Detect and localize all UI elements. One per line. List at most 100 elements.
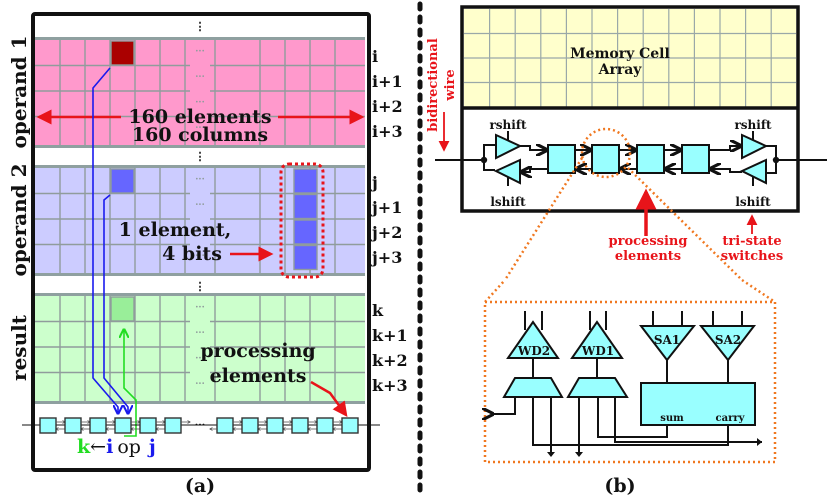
zoom-line-right <box>627 167 743 281</box>
op-arrow: ← <box>90 436 106 458</box>
pe-label-line1: processing <box>609 234 688 249</box>
sense-amp-sa1 <box>638 325 697 362</box>
zoom-circle <box>580 127 632 179</box>
memory-title-line1: Memory Cell <box>570 46 670 62</box>
result-side-label: result <box>7 314 31 381</box>
wire <box>520 146 546 150</box>
pe-detail: WD2 WD1 SA1 SA2 sum carry <box>492 311 762 457</box>
rshift-buffer-left <box>495 133 523 160</box>
row-label: j+1 <box>370 198 402 217</box>
operand1-grid: ··· ··· ··· ··· <box>35 37 365 148</box>
processing-element <box>114 417 132 434</box>
row-label: j+3 <box>370 248 402 267</box>
op-i: i <box>106 436 113 458</box>
sa1-label: SA1 <box>654 333 680 347</box>
processing-element <box>591 144 620 174</box>
processing-element <box>341 417 359 434</box>
ellipsis-mid2: ⋮ <box>195 280 206 293</box>
processing-element <box>291 417 309 434</box>
result-annotation-line1: processing <box>200 340 315 362</box>
row-ellipsis: ··· <box>195 124 204 134</box>
arrowhead <box>757 438 762 446</box>
operand1-annotation-line2: 160 columns <box>132 124 268 146</box>
op-k: k <box>77 436 91 458</box>
wire <box>614 397 762 443</box>
row-label: j <box>370 173 378 192</box>
rshift-buffer-right <box>741 133 769 160</box>
wd1-label: WD1 <box>581 344 614 358</box>
processing-element <box>316 417 334 434</box>
processing-element <box>39 417 57 434</box>
operand2-annotation-line1: 1 element, <box>119 219 232 241</box>
row-label: i <box>372 47 378 66</box>
row-label: i+1 <box>372 72 403 91</box>
ellipsis-mid1: ⋮ <box>195 150 206 163</box>
caption-a: (a) <box>185 475 215 497</box>
row-label: j+2 <box>370 223 402 242</box>
highlighted-cell <box>293 219 318 245</box>
row-ellipsis: ··· <box>195 175 204 185</box>
row-ellipsis: ··· <box>195 252 204 262</box>
row-ellipsis: ··· <box>195 47 204 57</box>
row-ellipsis: ··· <box>195 226 204 236</box>
pe-arrow <box>310 380 348 418</box>
result-annotation-line2: elements <box>210 365 307 387</box>
wire <box>483 144 495 160</box>
highlighted-cell <box>293 244 318 271</box>
rshift-label-right: rshift <box>734 118 772 132</box>
carry-label: carry <box>716 413 746 424</box>
operand1-annotation-line1: 160 elements <box>128 106 271 128</box>
sum-label: sum <box>660 413 684 424</box>
operand2-side-label: operand 2 <box>7 164 31 277</box>
operand2-wire <box>103 194 128 413</box>
pe-row <box>39 417 359 434</box>
panel-a: ··· ··· ··· ··· ··· ··· ··· ··· ··· ··· ··· ··· ⋮… <box>7 12 408 497</box>
processing-element <box>681 144 710 174</box>
row-label: k <box>372 301 384 320</box>
row-ellipsis: ··· <box>195 354 204 364</box>
ellipsis-top: ⋮ <box>195 20 206 33</box>
sa2-label: SA2 <box>715 333 741 347</box>
highlighted-cell <box>110 168 135 194</box>
highlighted-cell <box>110 40 135 66</box>
row-ellipsis: ··· <box>195 73 204 83</box>
wire <box>483 160 495 171</box>
highlighted-cell <box>293 193 318 220</box>
operand2-grid: ············ <box>35 165 365 276</box>
lshift-label-right: lshift <box>735 195 771 209</box>
pe-detail-box <box>483 300 777 464</box>
caption-b: (b) <box>604 475 635 497</box>
row-ellipsis: ··· <box>195 303 204 313</box>
processing-element <box>64 417 82 434</box>
mux-2 <box>566 377 629 398</box>
row-ellipsis: ··· <box>195 380 204 390</box>
processing-element <box>139 417 157 434</box>
zoom-line-left <box>503 157 584 281</box>
zoom-connectors <box>484 278 776 304</box>
memory-cell-array <box>464 9 796 107</box>
memory-title-line2: Array <box>598 62 643 78</box>
result-row-labels: k k+1 k+2 k+3 <box>372 301 408 395</box>
element-bits-highlight <box>279 162 325 279</box>
operand1-wire <box>92 67 118 413</box>
wire <box>532 397 729 446</box>
sense-amp-sa2 <box>698 325 757 362</box>
wire <box>597 397 668 438</box>
op-op: op <box>117 436 141 458</box>
processing-element <box>266 417 284 434</box>
operand2-annotation-line2: 4 bits <box>162 243 222 265</box>
panel-b: Memory Cell Array bidirectional wire rsh… <box>426 5 827 497</box>
operand1-side-label: operand 1 <box>7 36 31 149</box>
full-adder <box>640 382 756 426</box>
pe-row-ellipsis: ··· <box>195 420 205 431</box>
mux-1 <box>502 377 564 398</box>
processing-element <box>636 144 665 174</box>
bidirectional-label-line1: bidirectional <box>426 38 441 132</box>
row-ellipsis: ··· <box>195 98 204 108</box>
row-label: i+3 <box>372 122 403 141</box>
result-grid: ············ <box>35 293 365 404</box>
highlighted-cell <box>110 296 135 322</box>
wire <box>711 169 742 172</box>
